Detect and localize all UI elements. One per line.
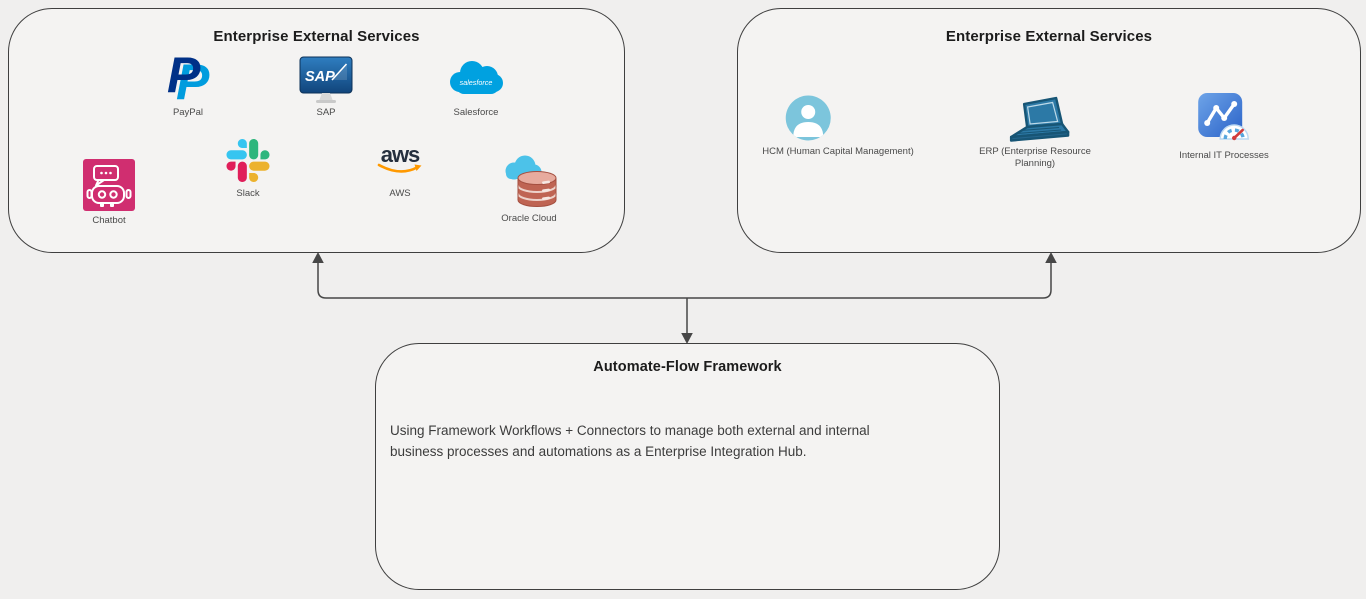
svg-text:P: P [176, 54, 210, 100]
erp-laptop-icon [999, 96, 1071, 146]
salesforce-cloud-icon: salesforce [447, 60, 505, 96]
chatbot-icon [83, 159, 135, 212]
node-enterprise-external-services-left: Enterprise External Services [8, 8, 625, 253]
service-item-paypal: P P PayPal [165, 52, 211, 119]
service-item-chatbot: Chatbot [83, 159, 135, 227]
svg-text:aws: aws [381, 142, 420, 167]
slack-icon [226, 139, 270, 182]
service-item-label: PayPal [172, 106, 204, 118]
hcm-person-icon [785, 95, 831, 141]
paypal-icon: P P [165, 52, 211, 100]
node-title: Enterprise External Services [945, 28, 1153, 45]
service-item-sap: SAP SAP [299, 56, 353, 119]
service-item-aws: aws AWS [376, 142, 424, 200]
service-item-label: Chatbot [92, 214, 126, 226]
service-item-label: AWS [389, 187, 411, 199]
arrowhead-up-right [1045, 252, 1057, 263]
service-item-oracle-cloud: Oracle Cloud [501, 154, 557, 225]
framework-description: Using Framework Workflows + Connectors t… [390, 423, 870, 459]
service-item-hcm: HCM (Human Capital Management) [762, 95, 914, 158]
service-item-label: Salesforce [453, 106, 499, 118]
node-title: Enterprise External Services [213, 28, 420, 45]
svg-text:P: P [167, 52, 201, 100]
service-item-label: HCM (Human Capital Management) [762, 145, 914, 157]
service-item-salesforce: salesforce Salesforce [447, 60, 505, 119]
service-item-internal-it: Internal IT Processes [1179, 93, 1269, 162]
oracle-cloud-database-icon [501, 154, 557, 210]
svg-text:salesforce: salesforce [460, 78, 493, 87]
service-item-label: Internal IT Processes [1179, 149, 1269, 161]
service-item-label: Oracle Cloud [501, 212, 557, 224]
svg-text:SAP: SAP [305, 69, 335, 85]
node-title: Automate-Flow Framework [593, 359, 782, 375]
sap-monitor-icon: SAP [299, 56, 353, 103]
aws-icon: aws [376, 142, 424, 176]
node-automate-flow-framework: Automate-Flow Framework Using Framework … [375, 343, 1000, 590]
arrowhead-up-left [312, 252, 324, 263]
service-item-slack: Slack [226, 139, 270, 200]
service-item-label: Slack [236, 187, 260, 199]
service-item-label: SAP [316, 106, 336, 118]
service-item-label: ERP (Enterprise Resource Planning) [979, 146, 1091, 170]
it-processes-chart-gauge-icon [1196, 93, 1252, 144]
branch-line [317, 261, 1052, 299]
service-item-erp: ERP (Enterprise Resource Planning) [979, 96, 1091, 169]
